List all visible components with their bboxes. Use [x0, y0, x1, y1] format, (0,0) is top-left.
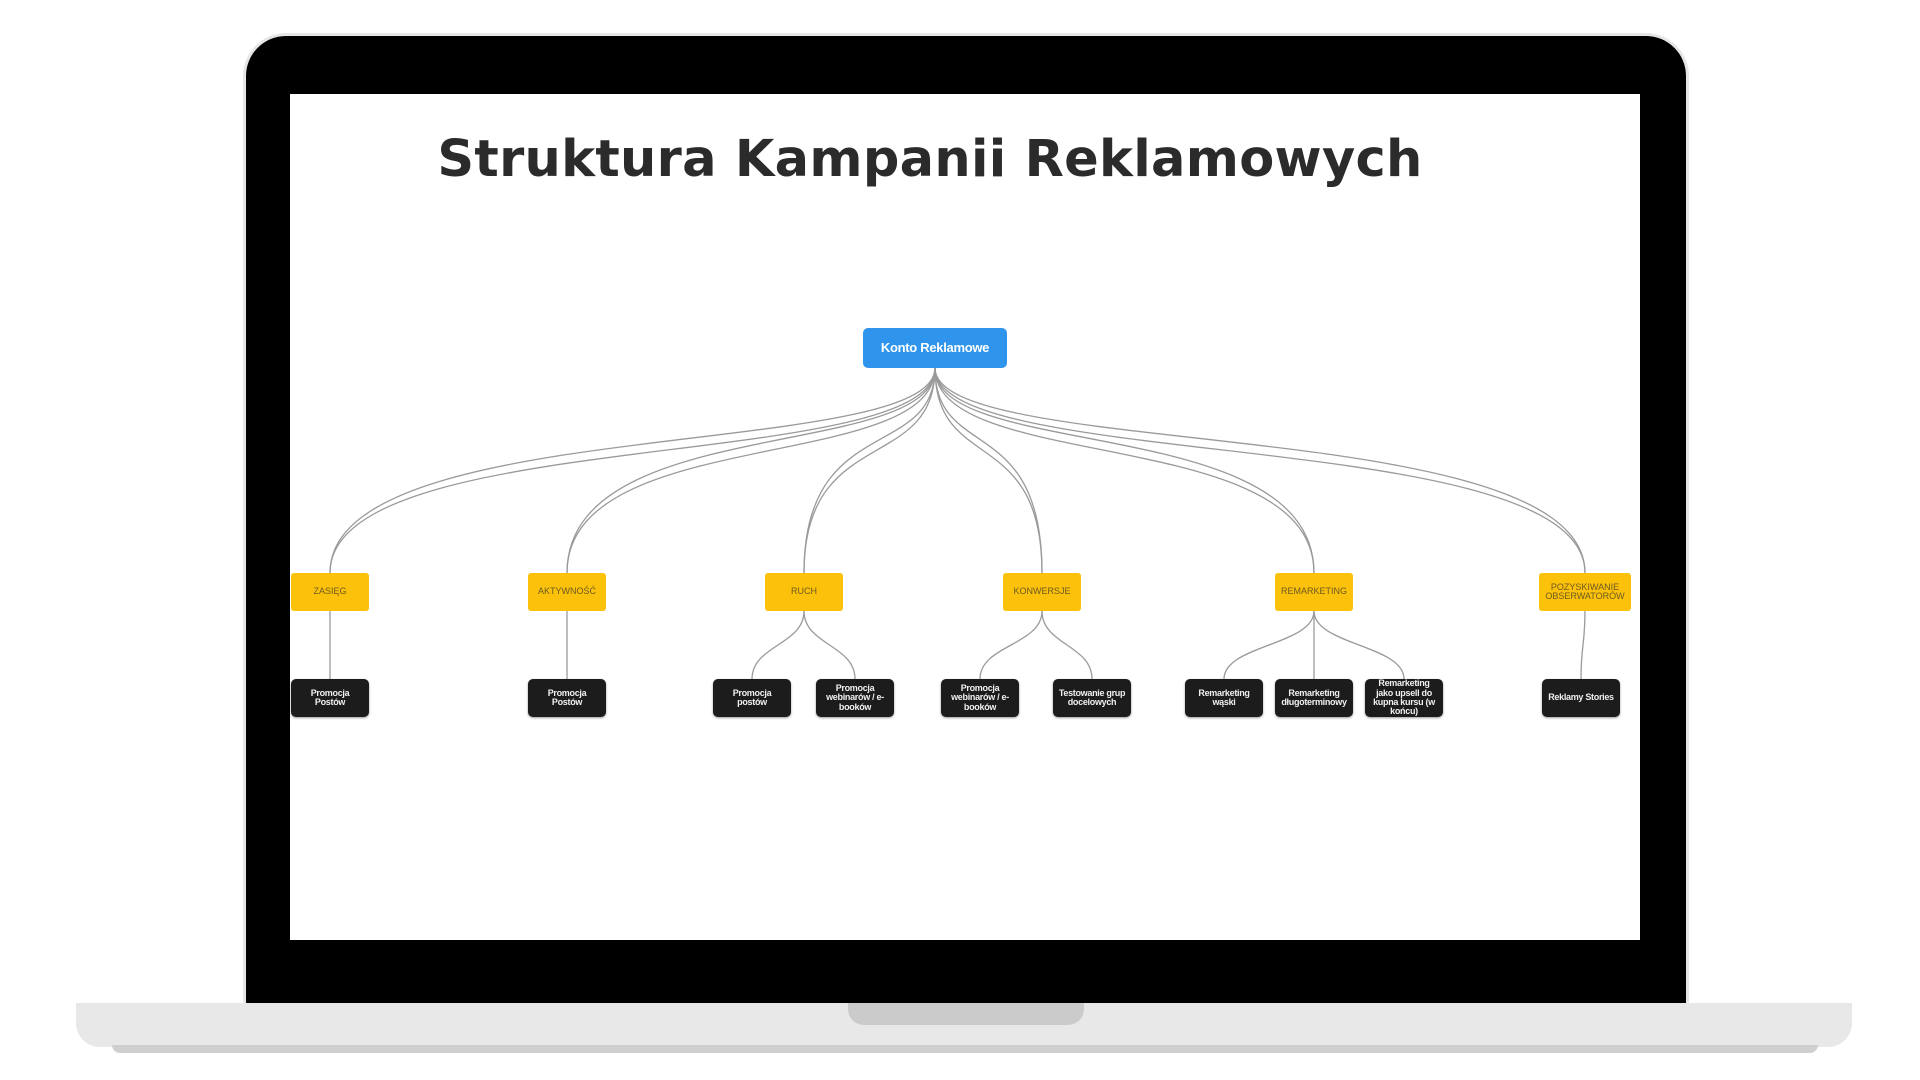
category-node-remarketing[interactable]: REMARKETING: [1275, 573, 1353, 611]
leaf-node-aktywnosc-promocja-postow[interactable]: Promocja Postów: [528, 679, 606, 717]
edge-root-to-category-2-0: [803, 367, 936, 574]
leaf-label: Promocja Postów: [310, 687, 350, 707]
edge-root-to-category-1-1: [566, 367, 936, 574]
edge-root-to-category-1-0: [566, 367, 936, 574]
leaf-node-konwersje-testowanie-grup[interactable]: Testowanie grup docelowych: [1053, 679, 1131, 717]
edge-category-to-leaf-2: [751, 610, 805, 680]
leaf-node-remarketing-dlugoterminowy[interactable]: Remarketing długoterminowy: [1275, 679, 1353, 717]
edge-category-to-leaf-4: [979, 610, 1043, 680]
edge-root-to-category-0-0: [329, 367, 936, 574]
category-label: RUCH: [791, 586, 817, 597]
leaf-label: Promocja webinarów / e-booków: [951, 682, 1009, 712]
category-node-pozyskiwanie-obserwatorow[interactable]: POZYSKIWANIE OBSERWATORÓW: [1539, 573, 1631, 611]
edge-category-to-leaf-3: [803, 610, 856, 680]
leaf-node-ruch-promocja-postow[interactable]: Promocja postów: [713, 679, 791, 717]
leaf-label: Promocja postów: [732, 687, 772, 707]
root-node-label: Konto Reklamowe: [880, 340, 990, 356]
leaf-node-konwersje-promocja-webinarow[interactable]: Promocja webinarów / e-booków: [941, 679, 1019, 717]
leaf-node-zasieg-promocja-postow[interactable]: Promocja Postów: [291, 679, 369, 717]
edge-root-to-category-3-0: [934, 367, 1043, 574]
edge-category-to-leaf-5: [1041, 610, 1093, 680]
edge-root-to-category-3-1: [934, 367, 1043, 574]
category-node-zasieg[interactable]: ZASIĘG: [291, 573, 369, 611]
leaf-label: Remarketing długoterminowy: [1281, 687, 1347, 707]
category-label: ZASIĘG: [313, 586, 347, 597]
category-node-ruch[interactable]: RUCH: [765, 573, 843, 611]
leaf-label: Testowanie grup docelowych: [1058, 687, 1126, 707]
edge-root-to-category-2-1: [803, 367, 936, 574]
leaf-node-reklamy-stories[interactable]: Reklamy Stories: [1542, 679, 1620, 717]
leaf-node-ruch-promocja-webinarow[interactable]: Promocja webinarów / e-booków: [816, 679, 894, 717]
edge-root-to-category-0-1: [329, 367, 936, 574]
edge-root-to-category-4-1: [934, 367, 1315, 574]
category-node-aktywnosc[interactable]: AKTYWNOŚĆ: [528, 573, 606, 611]
category-label: POZYSKIWANIE OBSERWATORÓW: [1545, 581, 1625, 601]
edge-root-to-category-5-0: [934, 367, 1586, 574]
leaf-label: Promocja Postów: [547, 687, 587, 707]
leaf-node-remarketing-waski[interactable]: Remarketing wąski: [1185, 679, 1263, 717]
category-node-konwersje[interactable]: KONWERSJE: [1003, 573, 1081, 611]
edge-root-to-category-4-0: [934, 367, 1315, 574]
laptop-base-shadow: [112, 1045, 1818, 1053]
category-label: AKTYWNOŚĆ: [537, 586, 596, 597]
edge-category-to-leaf-9: [1580, 610, 1586, 680]
connector-layer: [329, 367, 1586, 680]
leaf-label: Reklamy Stories: [1548, 692, 1614, 703]
category-label: REMARKETING: [1280, 586, 1347, 597]
leaf-label: Remarketing wąski: [1198, 687, 1250, 707]
leaf-label: Remarketing jako upsell do kupna kursu (…: [1373, 678, 1435, 717]
leaf-label: Promocja webinarów / e-booków: [826, 682, 884, 712]
page-title: Struktura Kampanii Reklamowych: [437, 130, 1423, 189]
category-label: KONWERSJE: [1013, 586, 1071, 597]
laptop-notch: [848, 1003, 1084, 1025]
edge-category-to-leaf-6: [1223, 610, 1315, 680]
root-node[interactable]: Konto Reklamowe: [863, 328, 1007, 368]
edge-root-to-category-5-1: [934, 367, 1586, 574]
edge-category-to-leaf-8: [1313, 610, 1405, 680]
laptop-screen: Struktura Kampanii Reklamowych Konto Rek…: [290, 94, 1640, 940]
leaf-node-remarketing-upsell[interactable]: Remarketing jako upsell do kupna kursu (…: [1365, 678, 1443, 717]
